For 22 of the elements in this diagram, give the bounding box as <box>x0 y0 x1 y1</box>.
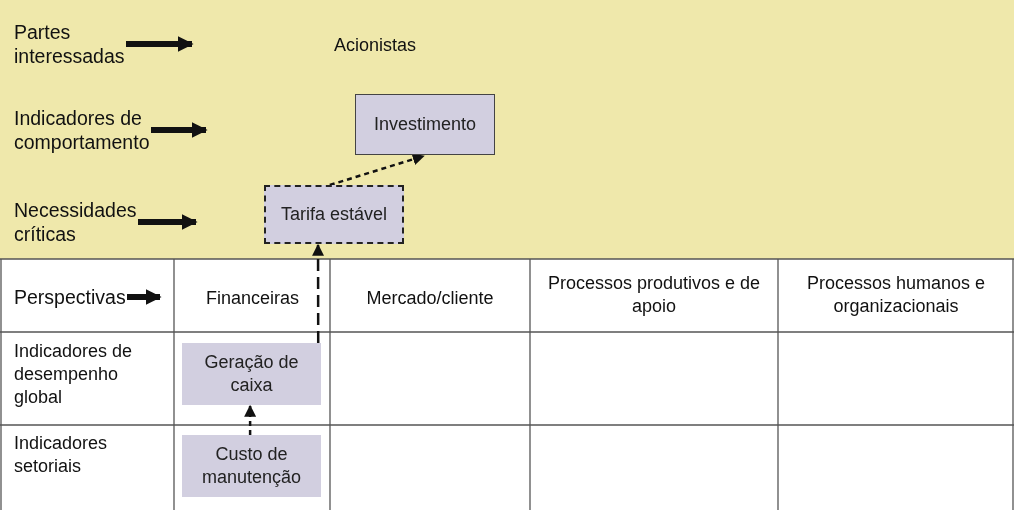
indicator-box: Custo de manutenção <box>182 435 321 497</box>
arrow <box>127 289 162 305</box>
column-header: Financeiras <box>204 287 300 310</box>
row-header: Partes interessadas <box>14 20 126 68</box>
arrow <box>329 153 425 187</box>
column-header: Mercado/cliente <box>365 287 495 310</box>
arrow <box>312 243 325 343</box>
row-header: Indicadores setoriais <box>14 432 109 478</box>
arrow <box>138 214 198 230</box>
row-header: Necessidades críticas <box>14 198 138 246</box>
column-header: Processos produtivos e de apoio <box>546 272 762 318</box>
arrow <box>126 36 194 52</box>
column-header: Processos humanos e organizacionais <box>805 272 987 318</box>
row-value: Acionistas <box>332 34 417 57</box>
indicator-box: Investimento <box>355 94 495 155</box>
row-header: Perspectivas <box>14 285 127 309</box>
arrow <box>151 122 208 138</box>
row-header: Indicadores de comportamento <box>14 106 151 154</box>
row-header: Indicadores de desempenho global <box>14 340 134 409</box>
arrow <box>244 404 257 435</box>
indicator-box: Tarifa estável <box>264 185 404 244</box>
indicator-box: Geração de caixa <box>182 343 321 405</box>
